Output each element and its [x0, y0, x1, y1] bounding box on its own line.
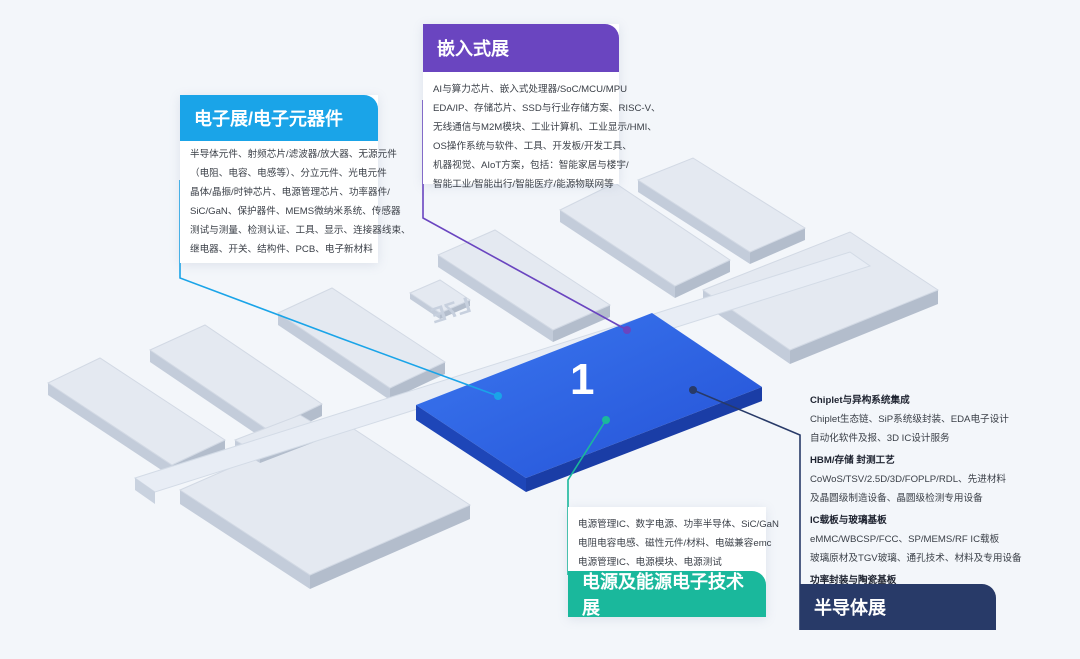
list-item: Chiplet生态链、SiP系统级封装、EDA电子设计: [810, 414, 1009, 425]
block: [276, 287, 447, 400]
leader-dot-power: [602, 416, 610, 424]
list-item: 半导体元件、射频芯片/滤波器/放大器、无源元件: [190, 149, 397, 160]
section-heading: Chiplet与异构系统集成: [810, 395, 910, 406]
corridor-side: [135, 478, 155, 504]
leader-dot-semiconductor: [689, 386, 697, 394]
list-item: 电源管理IC、数字电源、功率半导体、SiC/GaN: [578, 519, 779, 530]
embedded-list: AI与算力芯片、嵌入式处理器/SoC/MCU/MPU EDA/IP、存储芯片、SS…: [423, 72, 661, 202]
list-item: OS操作系统与软件、工具、开发板/开发工具、: [433, 141, 632, 152]
list-item: 自动化软件及报、3D IC设计服务: [810, 433, 950, 444]
hall-number: 1: [570, 355, 595, 404]
power-title: 电源及能源电子技术展: [568, 571, 766, 618]
section-heading: HBM/存储 封测工艺: [810, 455, 895, 466]
electronics-card: 电子展/电子元器件 半导体元件、射频芯片/滤波器/放大器、无源元件 （电阻、电容、…: [180, 95, 411, 263]
semiconductor-card: Chiplet与异构系统集成 Chiplet生态链、SiP系统级封装、EDA电子设…: [800, 382, 1022, 630]
block: [436, 229, 612, 342]
list-item: 机器视觉、AIoT方案，包括：智能家居与楼宇/: [433, 160, 629, 171]
block: [636, 157, 807, 264]
list-item: 及晶圆级制造设备、晶圆级检测专用设备: [810, 493, 983, 504]
power-list: 电源管理IC、数字电源、功率半导体、SiC/GaN 电阻电容电感、磁性元件/材料、…: [568, 507, 779, 580]
embedded-card: 嵌入式展 AI与算力芯片、嵌入式处理器/SoC/MCU/MPU EDA/IP、存储…: [423, 24, 661, 190]
list-item: （电阻、电容、电感等）、分立元件、光电元件: [190, 168, 387, 179]
list-item: EDA/IP、存储芯片、SSD与行业存储方案、RISC-V、: [433, 103, 661, 114]
block: [408, 279, 472, 319]
list-item: 智能工业/智能出行/智能医疗/能源物联网等: [433, 179, 614, 190]
list-item: CoWoS/TSV/2.5D/3D/FOPLP/RDL、先进材料: [810, 474, 1007, 485]
list-item: AI与算力芯片、嵌入式处理器/SoC/MCU/MPU: [433, 84, 628, 95]
block: [558, 182, 732, 298]
leader-dot-electronics: [494, 392, 502, 400]
list-item: 继电器、开关、结构件、PCB、电子新材料: [190, 244, 373, 255]
list-item: eMMC/WBCSP/FCC、SP/MEMS/RF IC载板: [810, 534, 1000, 545]
section-heading: 功率封装与陶瓷基板: [810, 575, 897, 586]
power-card: 电源管理IC、数字电源、功率半导体、SiC/GaN 电阻电容电感、磁性元件/材料、…: [568, 507, 779, 618]
leader-dot-embedded: [623, 326, 631, 334]
list-item: 测试与测量、检测认证、工具、显示、连接器线束、: [190, 225, 411, 236]
list-item: 电源管理IC、电源模块、电源测试: [578, 557, 722, 568]
leader-semiconductor: [692, 389, 801, 630]
list-item: 玻璃原材及TGV玻璃、通孔技术、材料及专用设备: [810, 553, 1022, 564]
list-item: 电阻电容电感、磁性元件/材料、电磁兼容emc: [578, 538, 772, 549]
hall-1[interactable]: [416, 313, 762, 492]
embedded-title: 嵌入式展: [423, 24, 619, 72]
semiconductor-title: 半导体展: [800, 584, 996, 630]
list-item: 无线通信与M2M模块、工业计算机、工业显示/HMI、: [433, 122, 657, 133]
semiconductor-list: Chiplet与异构系统集成 Chiplet生态链、SiP系统级封装、EDA电子设…: [800, 382, 1022, 615]
section-heading: IC载板与玻璃基板: [810, 515, 887, 526]
electronics-list: 半导体元件、射频芯片/滤波器/放大器、无源元件 （电阻、电容、电感等）、分立元件、…: [180, 141, 411, 267]
electronics-title: 电子展/电子元器件: [180, 95, 378, 141]
list-item: 晶体/晶振/时钟芯片、电源管理芯片、功率器件/: [190, 187, 390, 198]
list-item: SiC/GaN、保护器件、MEMS微纳米系统、传感器: [190, 206, 401, 217]
